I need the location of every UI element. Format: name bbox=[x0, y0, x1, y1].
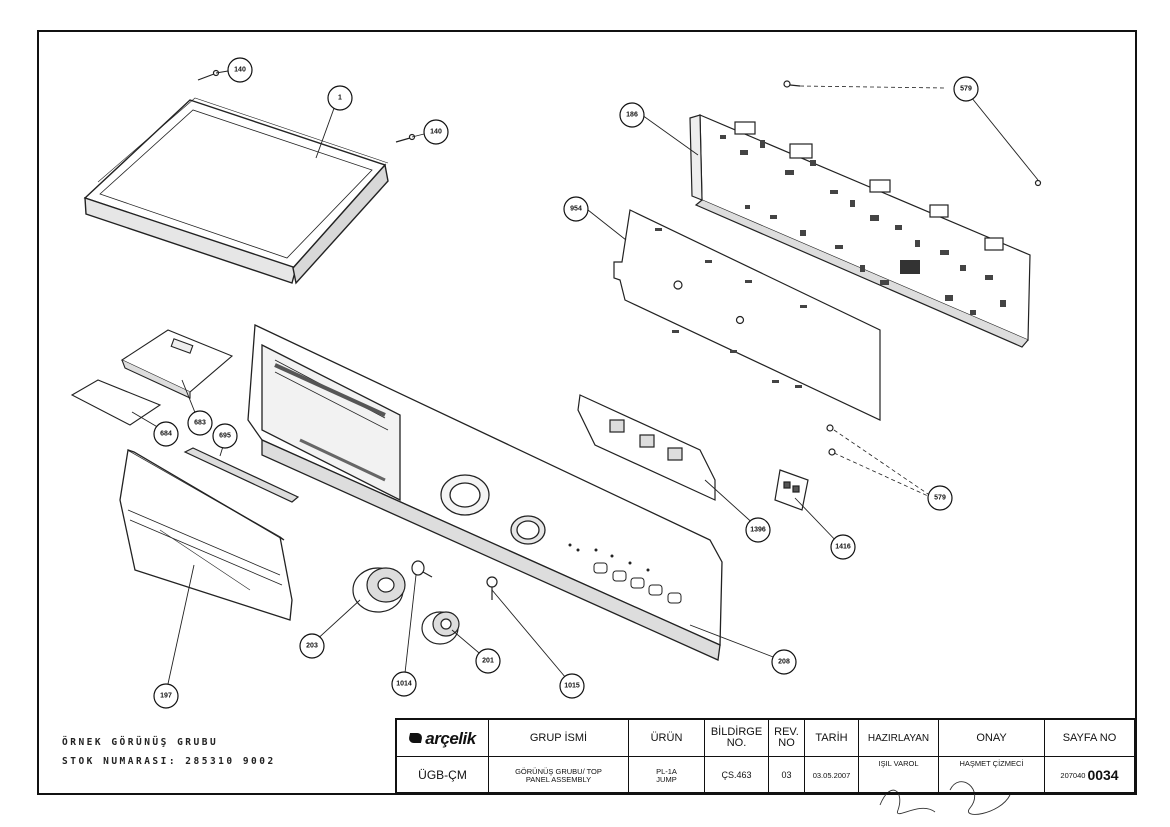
callout-label: 140 bbox=[430, 129, 442, 136]
top-lid-part bbox=[83, 97, 389, 285]
callout-label: 1014 bbox=[396, 681, 412, 688]
callout-140-top: 140 bbox=[227, 57, 253, 83]
date-value: 03.05.2007 bbox=[805, 757, 859, 794]
screw-140-top bbox=[197, 69, 220, 81]
callout-186: 186 bbox=[619, 102, 645, 128]
pin-1015-part bbox=[486, 576, 498, 600]
prepared-value: IŞIL VAROL bbox=[859, 757, 939, 794]
callout-label: 954 bbox=[570, 206, 582, 213]
header-date: TARİH bbox=[805, 720, 859, 757]
screw-579-right bbox=[1034, 179, 1042, 187]
drawer-front-part bbox=[119, 448, 293, 621]
knob-203-part bbox=[352, 567, 406, 613]
header-group-name: GRUP İSMİ bbox=[489, 720, 629, 757]
brand-name: arçelik bbox=[425, 728, 476, 748]
connector-1416-part bbox=[774, 469, 809, 511]
callout-208: 208 bbox=[771, 649, 797, 675]
plate-684-part bbox=[70, 379, 162, 426]
page-number: 0034 bbox=[1087, 767, 1119, 783]
drawing-code: ÜGB-ÇM bbox=[397, 757, 489, 794]
electronic-board-part bbox=[689, 114, 1031, 348]
callout-197: 197 bbox=[153, 683, 179, 709]
header-approved: ONAY bbox=[939, 720, 1045, 757]
callout-683: 683 bbox=[187, 410, 213, 436]
product-value: PL-1A JUMP bbox=[629, 757, 705, 794]
callout-label: 203 bbox=[306, 643, 318, 650]
callout-label: 201 bbox=[482, 658, 494, 665]
callout-label: 684 bbox=[160, 431, 172, 438]
callout-label: 579 bbox=[934, 495, 946, 502]
callout-label: 140 bbox=[234, 67, 246, 74]
callout-954: 954 bbox=[563, 196, 589, 222]
callout-label: 1396 bbox=[750, 527, 766, 534]
notice-value: ÇS.463 bbox=[705, 757, 769, 794]
callout-579-lower: 579 bbox=[927, 485, 953, 511]
callout-1396: 1396 bbox=[745, 517, 771, 543]
callout-684: 684 bbox=[153, 421, 179, 447]
header-page: SAYFA NO bbox=[1045, 720, 1134, 757]
callout-579-top: 579 bbox=[953, 76, 979, 102]
callout-1: 1 bbox=[327, 85, 353, 111]
example-view-title: ÖRNEK GÖRÜNÜŞ GRUBU bbox=[62, 737, 219, 748]
callout-140-right: 140 bbox=[423, 119, 449, 145]
header-prepared: HAZIRLAYAN bbox=[859, 720, 939, 757]
control-panel-part bbox=[247, 324, 723, 661]
callout-695: 695 bbox=[212, 423, 238, 449]
callout-label: 579 bbox=[960, 86, 972, 93]
plate-683-part bbox=[120, 329, 234, 399]
approved-value: HAŞMET ÇİZMECİ bbox=[939, 757, 1045, 794]
bar-695-part bbox=[183, 447, 300, 503]
screw-579-lower bbox=[826, 424, 929, 497]
page-prefix: 207040 bbox=[1060, 770, 1086, 780]
callout-1014: 1014 bbox=[391, 671, 417, 697]
group-name-value: GÖRÜNÜŞ GRUBU/ TOP PANEL ASSEMBLY bbox=[489, 757, 629, 794]
page-number-cell: 207040 0034 bbox=[1045, 757, 1134, 794]
insulation-sheet-part bbox=[613, 209, 881, 421]
rev-value: 03 bbox=[769, 757, 805, 794]
callout-label: 1416 bbox=[835, 544, 851, 551]
stock-number: STOK NUMARASI: 285310 9002 bbox=[62, 756, 276, 767]
drawing-frame bbox=[37, 30, 1137, 795]
screw-579-top bbox=[783, 80, 946, 89]
knob-201-part bbox=[421, 611, 460, 645]
callout-label: 186 bbox=[626, 112, 638, 119]
callout-label: 1 bbox=[338, 95, 342, 102]
callout-201: 201 bbox=[475, 648, 501, 674]
callout-label: 1015 bbox=[564, 683, 580, 690]
screw-140-right bbox=[395, 133, 416, 143]
brand-logo-icon bbox=[408, 733, 424, 743]
pin-1014-part bbox=[411, 560, 433, 578]
header-notice: BİLDİRGE NO. bbox=[705, 720, 769, 757]
callout-label: 208 bbox=[778, 659, 790, 666]
callout-203: 203 bbox=[299, 633, 325, 659]
callout-1015: 1015 bbox=[559, 673, 585, 699]
header-product: ÜRÜN bbox=[629, 720, 705, 757]
signature-mark bbox=[879, 781, 1011, 815]
callout-label: 695 bbox=[219, 433, 231, 440]
callout-label: 683 bbox=[194, 420, 206, 427]
header-rev: REV. NO bbox=[769, 720, 805, 757]
title-block: arçelik GRUP İSMİ ÜRÜN BİLDİRGE NO. REV.… bbox=[395, 718, 1136, 794]
brand-logo-cell: arçelik bbox=[397, 720, 489, 757]
callout-label: 197 bbox=[160, 693, 172, 700]
holder-1396-part bbox=[577, 394, 716, 501]
callout-1416: 1416 bbox=[830, 534, 856, 560]
